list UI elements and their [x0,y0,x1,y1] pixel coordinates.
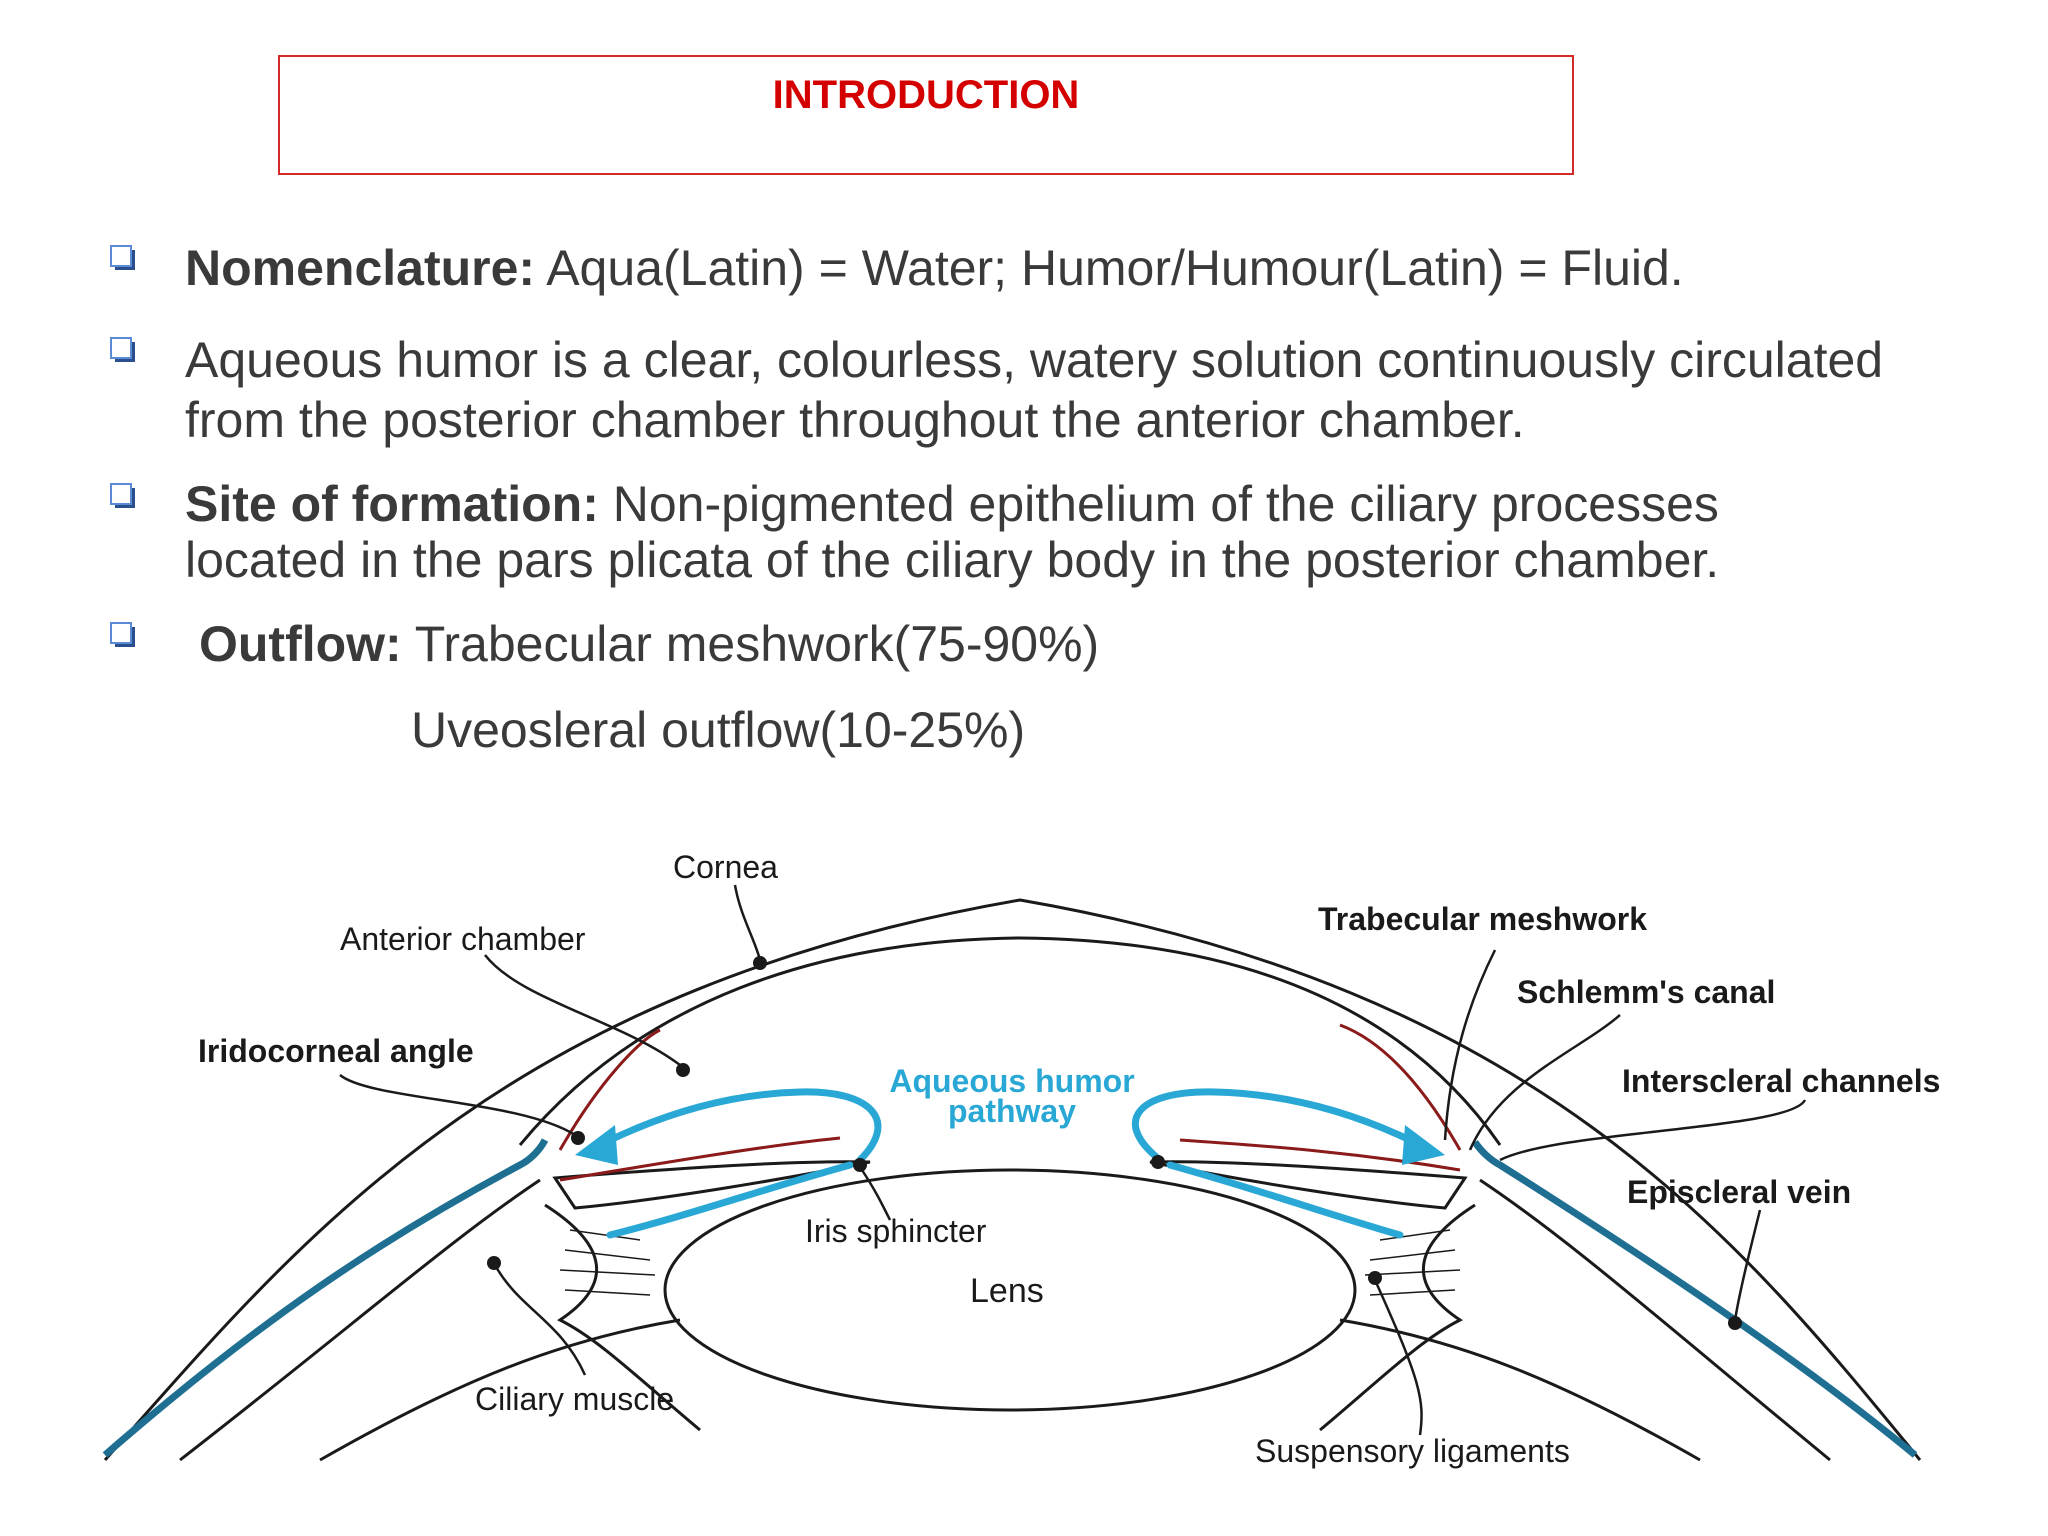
episcleral-vein-right [1472,1140,1918,1458]
bullet-outflow: Outflow: Trabecular meshwork(75-90%) [199,614,1099,674]
label-anterior-chamber: Anterior chamber [340,921,586,957]
label-lens: Lens [970,1272,1044,1310]
title-box: INTRODUCTION [278,55,1574,175]
bullet-square-icon [110,483,135,508]
trabecular-vessel-left [558,1028,661,1151]
pointer-ciliary-muscle [493,1264,587,1376]
ciliary-processes-right [1364,1229,1461,1296]
posterior-line [1339,1318,1701,1462]
bullet-text-line: from the posterior chamber throughout th… [185,392,1525,448]
pointer-trabecular [1443,949,1497,1141]
bullet-label: Nomenclature: [185,240,536,296]
cornea-outer-outline [103,898,1922,1461]
pointer-anterior-chamber [484,954,681,1067]
pointer-dot [571,1131,585,1145]
pointer-dot [1368,1271,1382,1285]
aqueous-pathway-arrow-left [596,1088,882,1164]
label-iridocorneal-angle: Iridocorneal angle [198,1033,474,1069]
arrowhead-left-icon [575,1125,618,1165]
aqueous-pathway-arrow-right-lower [1166,1161,1404,1239]
pointer-dot [487,1256,501,1270]
pointer-dot [853,1158,867,1172]
bullet-outflow-uveoscleral: Uveosleral outflow(10-25%) [411,702,1026,758]
ciliary-body-left [544,1203,701,1432]
bullet-site-of-formation: Site of formation: Non-pigmented epithel… [185,476,1719,588]
bullet-square-icon [110,245,135,270]
bullet-label: Site of formation: [185,476,599,532]
eye-anatomy-diagram: Cornea Anterior chamber Iridocorneal ang… [102,849,1940,1469]
episcleral-vein-left [102,1138,549,1458]
sclera-inner-outline [179,1178,541,1462]
ciliary-body-right [1319,1203,1476,1432]
slide-title: INTRODUCTION [772,73,1080,117]
arrowhead-right-icon [1402,1125,1445,1165]
aqueous-pathway-arrow-right [1131,1088,1424,1164]
trabecular-vessel-right [1179,1138,1461,1172]
bullet-label: Outflow: [199,616,402,672]
pointer-dot [1151,1155,1165,1169]
label-episcleral-vein: Episcleral vein [1627,1174,1851,1210]
sclera-inner-outline [1479,1178,1831,1462]
bullet-text-line: Non-pigmented epithelium of the ciliary … [598,476,1719,532]
iris-left [552,1160,871,1210]
pointer-cornea [733,884,762,961]
label-pathway: pathway [948,1093,1076,1129]
bullet-square-icon [110,622,135,647]
bullet-nomenclature: Nomenclature: Aqua(Latin) = Water; Humor… [185,238,1684,298]
pointer-episcleral [1733,1209,1762,1321]
pointer-suspensory [1373,1279,1423,1436]
bullet-text-line: Trabecular meshwork(75-90%) [401,616,1100,672]
lens-outline [663,1168,1357,1412]
label-cornea: Cornea [673,849,778,885]
pointer-dot [753,956,767,970]
pointer-schlemm [1468,1014,1621,1151]
ciliary-processes-left [559,1229,656,1296]
aqueous-pathway-arrow-left-lower [606,1161,854,1239]
label-trabecular-meshwork: Trabecular meshwork [1318,901,1647,937]
label-iris-sphincter: Iris sphincter [805,1213,987,1249]
bullet-text-line: located in the pars plicata of the cilia… [185,532,1720,588]
trabecular-vessel-left [559,1136,841,1182]
iris-right [1149,1160,1468,1210]
label-schlemms-canal: Schlemm's canal [1517,974,1775,1010]
cornea-inner-outline [518,936,1502,1146]
bullet-square-icon [110,337,135,362]
pointer-dot [676,1063,690,1077]
pointer-iridocorneal-angle [339,1074,576,1137]
label-interscleral-channels: Interscleral channels [1622,1063,1940,1099]
bullet-text-line: Aqueous humor is a clear, colourless, wa… [185,332,1884,388]
posterior-line [319,1318,681,1462]
bullet-text: Aqua(Latin) = Water; Humor/Humour(Latin)… [535,240,1684,296]
pointer-dot [1728,1316,1742,1330]
pointer-iris-sphincter [860,1169,892,1221]
label-aqueous-humor: Aqueous humor [889,1063,1134,1099]
bullet-aqueous-definition: Aqueous humor is a clear, colourless, wa… [185,330,1883,450]
pointer-interscleral [1499,1099,1807,1162]
label-suspensory-ligaments: Suspensory ligaments [1255,1433,1570,1469]
label-ciliary-muscle: Ciliary muscle [475,1381,674,1417]
